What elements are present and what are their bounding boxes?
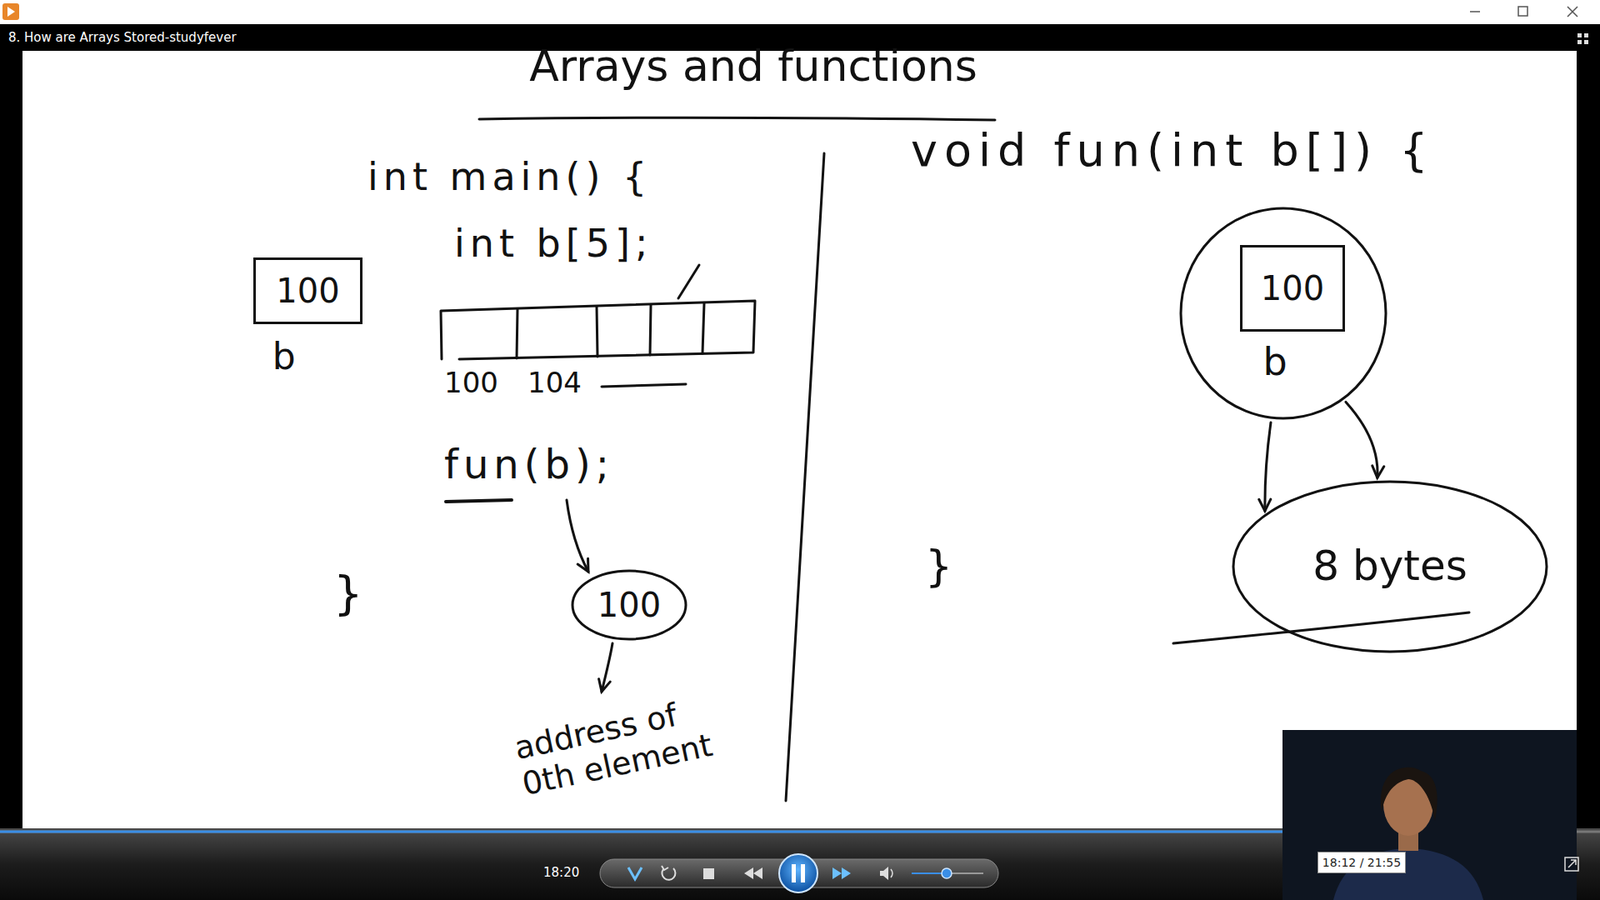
- arrow-connector: [1265, 422, 1271, 511]
- window-title-bar: [0, 0, 1600, 45]
- node-text: 100: [1260, 269, 1325, 308]
- handwritten-strokes: [445, 500, 512, 502]
- handwritten-strokes: [516, 303, 705, 359]
- address-value: 100: [444, 366, 499, 400]
- node-text: 100: [275, 271, 340, 310]
- whiteboard: [22, 50, 1577, 829]
- node-text: 18:12 / 21:55: [1322, 855, 1401, 870]
- window-title-bar: [1567, 6, 1578, 17]
- closing-brace: }: [925, 541, 953, 592]
- title-heading: Arrays and functions: [529, 41, 978, 92]
- webcam-inset: [1282, 730, 1577, 900]
- ellipse-outline: [572, 570, 686, 640]
- handwritten-strokes: [440, 117, 1470, 801]
- fullscreen-icon: [1568, 860, 1576, 868]
- player-buttons: [791, 864, 796, 883]
- ellipse-outline: [1180, 208, 1386, 419]
- handwritten-strokes: [601, 384, 686, 387]
- player-buttons: [832, 867, 851, 880]
- current-time: 18:20: [543, 865, 580, 880]
- ellipse-outline: [1179, 206, 1388, 420]
- window-title-bar: [2, 3, 20, 20]
- window-title: 8. How are Arrays Stored-studyfever: [8, 30, 237, 45]
- node-text: 100: [597, 585, 661, 625]
- handwritten-strokes: [1173, 612, 1470, 644]
- code-line: int main() {: [367, 155, 652, 200]
- player-buttons: [779, 854, 818, 893]
- handwritten-strokes: [566, 500, 589, 572]
- window-title-bar: [7, 6, 15, 17]
- pointer-box: 100b: [253, 257, 363, 325]
- address-value: 104: [527, 366, 582, 400]
- handwritten-strokes: [479, 117, 995, 120]
- note-text: address of 0th element: [511, 686, 739, 804]
- ellipse-outline: [1233, 481, 1547, 652]
- code-line: int b[5];: [454, 221, 653, 266]
- player-buttons: [703, 868, 715, 880]
- node-text: 8 bytes: [1312, 542, 1467, 591]
- handwritten-strokes: [785, 153, 825, 801]
- parameter-circle: b 100: [1179, 206, 1388, 420]
- arrow-connector: [1345, 401, 1378, 478]
- window-title-bar: [0, 0, 1600, 25]
- pointer-box: 100: [1240, 245, 1345, 332]
- window-title-bar: [1577, 33, 1589, 45]
- player-buttons: [744, 867, 763, 880]
- fullscreen-icon: [1565, 857, 1579, 871]
- closing-brace: }: [333, 566, 364, 620]
- code-line: fun(b);: [444, 441, 615, 488]
- size-ellipse: 8 bytes: [1231, 480, 1549, 654]
- player-buttons: [890, 869, 893, 878]
- address-circle: 100: [570, 569, 688, 641]
- code-line: void fun(int b[]) {: [910, 125, 1435, 177]
- time-tooltip: 18:12 / 21:55: [1317, 851, 1406, 874]
- node-text: b: [1262, 340, 1287, 385]
- pointer-name: b: [272, 335, 296, 379]
- webcam-inset: [1380, 767, 1438, 821]
- player-buttons: [628, 867, 642, 880]
- window-title-bar: [1518, 6, 1528, 16]
- handwritten-strokes: [678, 265, 700, 299]
- progress-bar: [0, 830, 1332, 834]
- webcam-inset: [1282, 730, 1577, 900]
- player-buttons: [800, 864, 805, 883]
- window-title-bar: [1470, 10, 1480, 13]
- handwritten-strokes: [440, 300, 755, 360]
- player-buttons: [941, 868, 952, 879]
- fullscreen-icon: [1565, 857, 1579, 871]
- handwritten-strokes: [601, 643, 613, 692]
- player-buttons: [661, 865, 669, 870]
- player-buttons: [880, 866, 889, 880]
- player-buttons: [600, 854, 999, 893]
